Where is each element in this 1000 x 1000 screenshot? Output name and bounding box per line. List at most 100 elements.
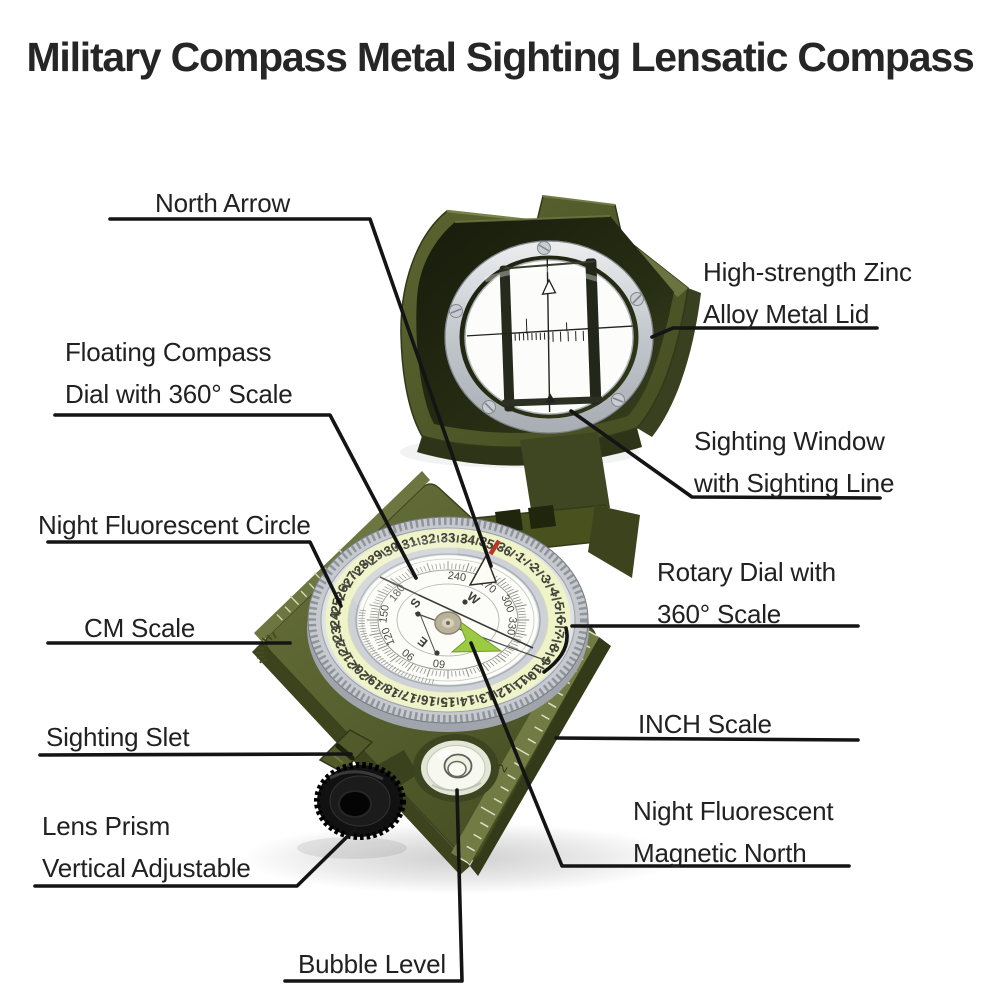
label-text: Night Fluorescent xyxy=(633,796,834,826)
bezel-number: 29 xyxy=(365,547,386,568)
bezel-dot xyxy=(342,650,345,653)
comb-tick xyxy=(358,612,366,614)
bezel-dash xyxy=(416,537,422,546)
bezel-number: 27 xyxy=(340,569,361,590)
bezel-dot xyxy=(507,687,511,691)
leader-bubble-level xyxy=(283,788,464,983)
bezel-dot xyxy=(557,636,560,640)
leader-zinc-lid xyxy=(650,326,879,339)
bezel-dot xyxy=(377,553,381,557)
bezel-dot xyxy=(542,662,545,666)
inch-tick xyxy=(514,746,530,756)
bezel-dot xyxy=(333,622,337,625)
card-degree: 150 xyxy=(377,604,391,624)
bezel-dot xyxy=(558,608,562,611)
degree-tick xyxy=(415,666,420,673)
inch-tick xyxy=(541,714,550,721)
comb-tick xyxy=(432,679,434,684)
bezel-dash xyxy=(380,683,388,691)
leader-magnetic-north xyxy=(469,641,851,868)
degree-tick xyxy=(489,661,495,667)
label-sighting-slet: Sighting Slet xyxy=(46,716,190,758)
card-circle-outer xyxy=(361,558,535,682)
degree-tick xyxy=(406,568,414,577)
grip-ridge xyxy=(272,632,277,639)
comb-tick xyxy=(370,649,376,653)
degree-tick xyxy=(376,640,384,644)
degree-tick xyxy=(415,567,420,574)
bezel-dot xyxy=(559,615,563,618)
degree-tick xyxy=(486,662,491,668)
comb-tick xyxy=(380,659,386,664)
degree-tick xyxy=(515,635,523,638)
body-side-right xyxy=(470,637,611,876)
comb-tick xyxy=(383,661,389,666)
comb-tick xyxy=(394,668,399,673)
degree-tick xyxy=(469,668,473,675)
comb-tick xyxy=(404,672,408,677)
inch-tick xyxy=(527,738,537,744)
degree-tick xyxy=(390,577,400,585)
degree-tick xyxy=(469,565,473,572)
degree-tick xyxy=(465,562,470,572)
degree-tick xyxy=(384,586,391,591)
degree-tick xyxy=(458,670,461,677)
bezel-dash xyxy=(416,694,422,703)
bezel-number: 15 xyxy=(440,694,456,709)
bezel-dot xyxy=(536,568,539,572)
comb-tick xyxy=(388,665,394,670)
card-degree: 240 xyxy=(447,570,467,584)
degree-tick xyxy=(373,635,381,638)
degree-tick xyxy=(369,632,382,636)
bezel-dot xyxy=(377,683,381,687)
inch-tick xyxy=(507,773,516,780)
bezel-dot xyxy=(498,691,502,694)
inch-tick xyxy=(466,845,475,852)
label-text: Sighting Window xyxy=(694,426,885,456)
degree-tick xyxy=(518,624,526,627)
bezel-dot xyxy=(536,668,539,672)
degree-tick xyxy=(373,602,381,605)
label-text: Bubble Level xyxy=(298,949,446,979)
degree-tick xyxy=(496,655,506,663)
bezel-dot xyxy=(559,622,563,625)
bezel-dot xyxy=(542,574,545,578)
degree-tick xyxy=(369,604,382,608)
bezel-dash xyxy=(334,639,345,643)
comb-tick xyxy=(397,669,402,675)
degree-tick xyxy=(377,644,389,650)
degree-tick xyxy=(398,575,404,581)
bezel-number: 16 xyxy=(419,692,437,709)
degree-tick xyxy=(511,593,518,598)
degree-tick xyxy=(455,563,457,569)
label-north-arrow: North Arrow xyxy=(155,182,290,224)
label-text: High-strength Zinc xyxy=(703,257,912,287)
label-sighting-window: Sighting Window with Sighting Line xyxy=(694,420,894,504)
degree-tick xyxy=(455,671,457,677)
grip-ridge xyxy=(266,634,273,641)
cm-tick xyxy=(308,582,316,590)
degree-tick xyxy=(476,666,481,673)
bezel-number: 12 xyxy=(494,681,515,702)
comb-tick xyxy=(373,653,380,657)
bezel-dash xyxy=(380,549,388,557)
bezel-dot xyxy=(498,546,502,549)
bezel-dash xyxy=(474,694,480,703)
comb-tick xyxy=(428,678,431,684)
comb-tick xyxy=(371,651,378,655)
bezel-dot xyxy=(431,537,435,541)
hinge-arm xyxy=(520,432,610,516)
bezel-dot xyxy=(507,549,511,553)
bezel-number: 22 xyxy=(332,638,351,657)
bezel-dot xyxy=(351,574,354,578)
degree-tick xyxy=(500,654,507,659)
bezel-knurl xyxy=(308,517,588,723)
label-text: Floating Compass xyxy=(65,337,272,367)
degree-tick xyxy=(390,655,400,663)
bezel-dash xyxy=(544,583,555,588)
label-inch-scale: INCH Scale xyxy=(638,703,772,745)
bezel-number: 23 xyxy=(328,625,345,643)
degree-tick xyxy=(370,624,378,627)
leader-floating-dial xyxy=(53,413,418,580)
